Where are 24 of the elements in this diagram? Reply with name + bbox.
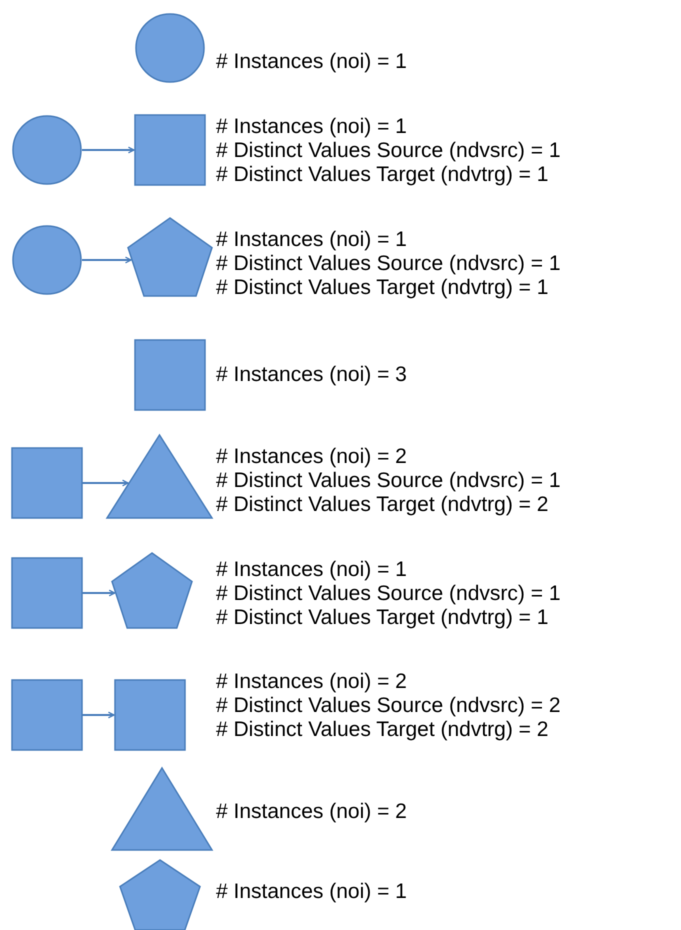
count-text: # Instances (noi) = 1 bbox=[216, 880, 407, 904]
count-text: # Distinct Values Target (ndvtrg) = 2 bbox=[216, 493, 548, 517]
count-text: # Distinct Values Source (ndvsrc) = 1 bbox=[216, 139, 561, 163]
count-text: # Distinct Values Target (ndvtrg) = 1 bbox=[216, 606, 548, 630]
arrow bbox=[82, 146, 135, 154]
count-text: # Instances (noi) = 1 bbox=[216, 115, 407, 139]
count-text: # Instances (noi) = 2 bbox=[216, 670, 407, 694]
count-text: # Instances (noi) = 1 bbox=[216, 228, 407, 252]
arrow bbox=[82, 256, 132, 264]
count-text: # Distinct Values Source (ndvsrc) = 1 bbox=[216, 469, 561, 493]
count-text: # Distinct Values Source (ndvsrc) = 1 bbox=[216, 582, 561, 606]
count-text: # Distinct Values Target (ndvtrg) = 1 bbox=[216, 163, 548, 187]
count-text: # Instances (noi) = 1 bbox=[216, 558, 407, 582]
count-text: # Distinct Values Target (ndvtrg) = 2 bbox=[216, 718, 548, 742]
arrow bbox=[82, 712, 115, 718]
count-text: # Distinct Values Source (ndvsrc) = 1 bbox=[216, 252, 561, 276]
count-text: # Distinct Values Source (ndvsrc) = 2 bbox=[216, 694, 561, 718]
arrow bbox=[82, 480, 129, 486]
count-text: # Instances (noi) = 3 bbox=[216, 363, 407, 387]
count-text: # Instances (noi) = 2 bbox=[216, 445, 407, 469]
arrow bbox=[82, 590, 116, 596]
count-text: # Instances (noi) = 1 bbox=[216, 50, 407, 74]
count-text: # Instances (noi) = 2 bbox=[216, 800, 407, 824]
count-text: # Distinct Values Target (ndvtrg) = 1 bbox=[216, 276, 548, 300]
